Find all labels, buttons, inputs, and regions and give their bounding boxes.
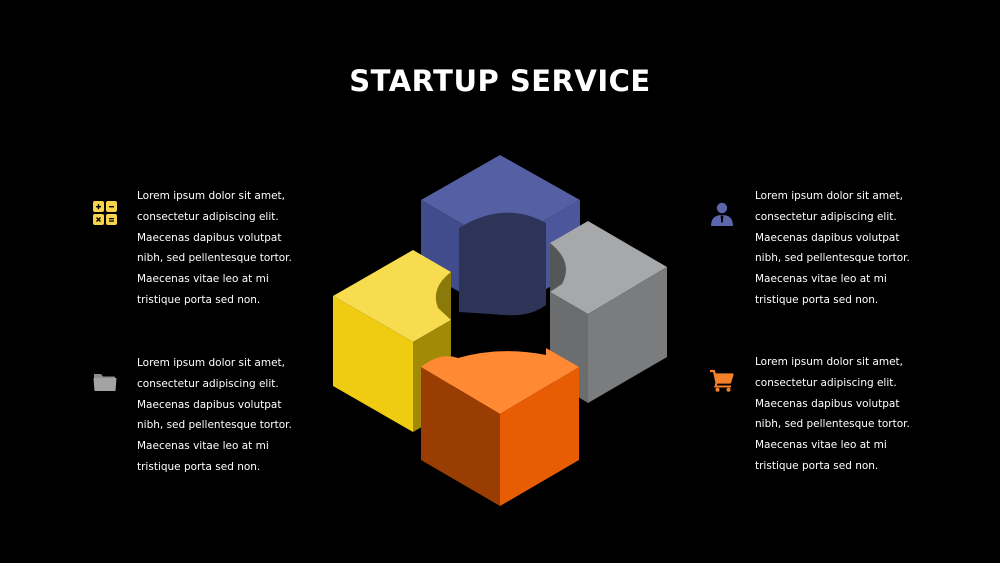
blue-cube-top-face: [421, 155, 580, 246]
calculator-icon: [92, 200, 118, 226]
text-line: Maecenas vitae leo at mi: [755, 273, 887, 286]
orange-cube-left-face: [421, 367, 500, 506]
text-line: nibh, sed pellentesque tortor.: [755, 418, 910, 431]
blue-cube-hollow: [459, 212, 546, 316]
gray-cube-top-face: [550, 221, 667, 314]
text-line: Maecenas dapibus volutpat: [755, 231, 900, 244]
text-block-bottom-right: Lorem ipsum dolor sit amet, consectetur …: [755, 352, 930, 477]
text-block-top-left: Lorem ipsum dolor sit amet, consectetur …: [137, 186, 312, 311]
folder-icon: [92, 369, 118, 395]
text-line: Maecenas vitae leo at mi: [137, 273, 269, 286]
text-line: consectetur adipiscing elit.: [755, 376, 897, 389]
orange-cube-right-face: [500, 367, 579, 506]
page-title: STARTUP SERVICE: [349, 64, 651, 98]
user-icon: [709, 201, 735, 227]
shopping-cart-icon: [709, 368, 735, 394]
text-line: nibh, sed pellentesque tortor.: [755, 252, 910, 265]
text-line: tristique porta sed non.: [137, 460, 261, 473]
gray-cube-hollow: [550, 243, 566, 292]
text-line: Maecenas vitae leo at mi: [137, 440, 269, 453]
gray-cube-right-face: [588, 267, 667, 403]
text-line: Maecenas dapibus volutpat: [137, 231, 282, 244]
text-line: Lorem ipsum dolor sit amet,: [755, 190, 903, 202]
text-block-top-right: Lorem ipsum dolor sit amet, consectetur …: [755, 186, 930, 311]
text-line: Maecenas dapibus volutpat: [137, 398, 282, 411]
text-block-bottom-left: Lorem ipsum dolor sit amet, consectetur …: [137, 353, 312, 478]
text-line: tristique porta sed non.: [755, 459, 879, 472]
text-line: Lorem ipsum dolor sit amet,: [137, 190, 285, 202]
text-line: tristique porta sed non.: [137, 293, 261, 306]
text-line: consectetur adipiscing elit.: [755, 210, 897, 223]
text-line: Maecenas dapibus volutpat: [755, 397, 900, 410]
yellow-cube-left-face: [333, 296, 413, 432]
text-line: Maecenas vitae leo at mi: [755, 439, 887, 452]
text-line: tristique porta sed non.: [755, 293, 879, 306]
text-line: Lorem ipsum dolor sit amet,: [137, 357, 285, 369]
blue-cube: [421, 155, 580, 316]
text-line: nibh, sed pellentesque tortor.: [137, 252, 292, 265]
yellow-cube-top-face: [333, 250, 451, 342]
yellow-cube-hollow: [435, 272, 451, 320]
text-line: Lorem ipsum dolor sit amet,: [755, 356, 903, 368]
text-line: consectetur adipiscing elit.: [137, 377, 279, 390]
text-line: nibh, sed pellentesque tortor.: [137, 419, 292, 432]
orange-cube: [421, 348, 579, 506]
text-line: consectetur adipiscing elit.: [137, 210, 279, 223]
orange-cube-top-face: [421, 348, 579, 414]
